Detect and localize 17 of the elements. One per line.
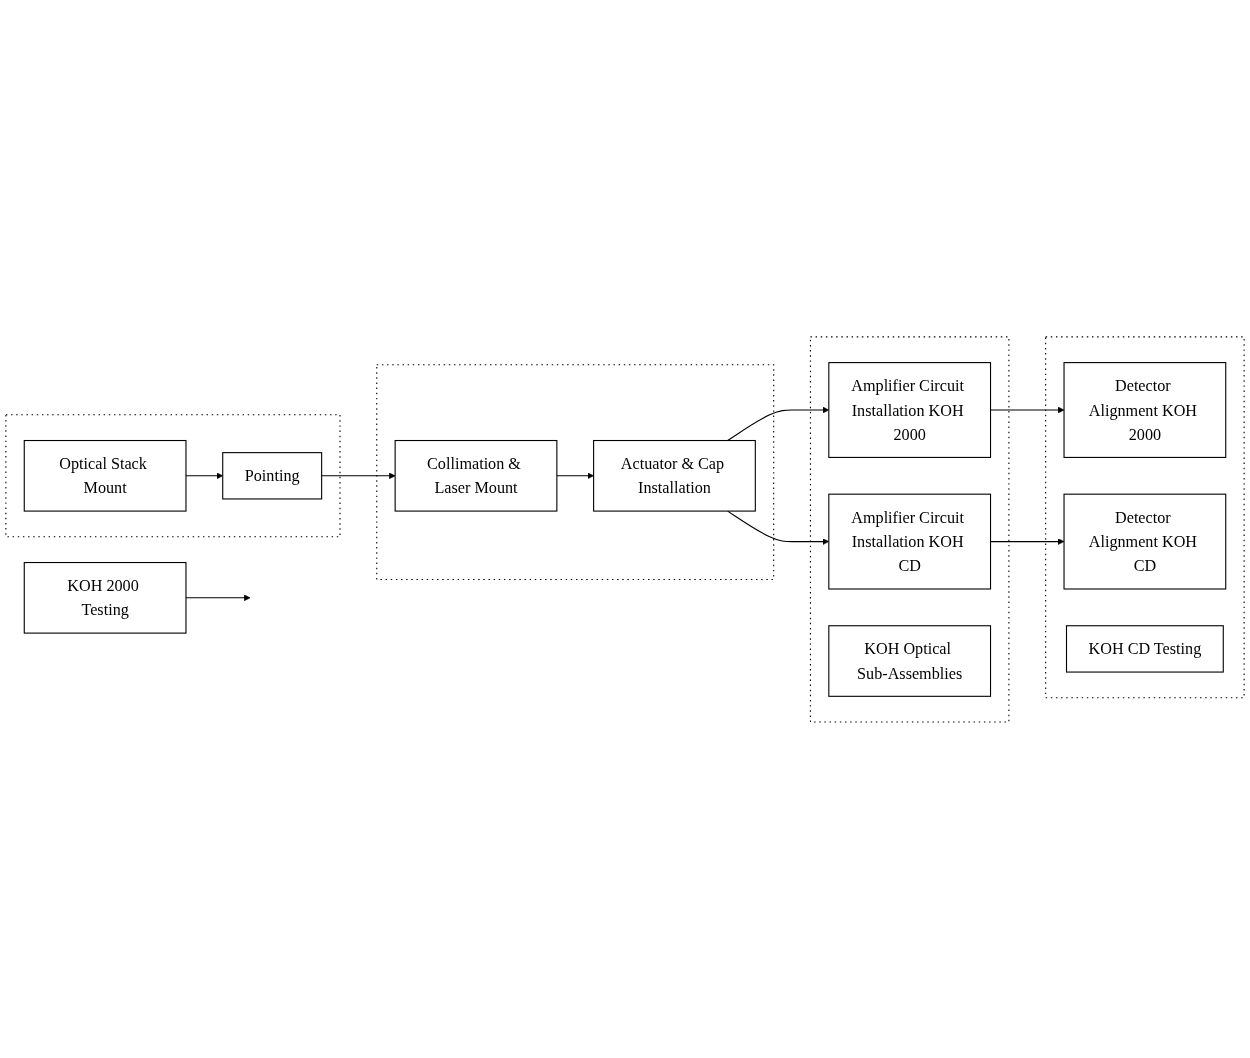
node-box: KOH CD Testing bbox=[1065, 624, 1224, 673]
arrow bbox=[185, 472, 223, 479]
arrow bbox=[321, 472, 396, 479]
arrow bbox=[185, 594, 251, 601]
node-box: Pointing bbox=[222, 451, 323, 500]
arrow bbox=[556, 472, 594, 479]
node-box: Amplifier Circuit Installation KOH CD bbox=[828, 493, 992, 590]
node-box: Collimation & Laser Mount bbox=[394, 439, 558, 512]
node-box: Detector Alignment KOH CD bbox=[1063, 493, 1227, 590]
node-box: KOH Optical Sub-Assemblies bbox=[828, 624, 992, 697]
node-box: Detector Alignment KOH 2000 bbox=[1063, 361, 1227, 458]
node-box: Actuator & Cap Installation bbox=[593, 439, 756, 512]
node-box: Amplifier Circuit Installation KOH 2000 bbox=[828, 361, 992, 458]
arrow bbox=[990, 537, 1065, 545]
arrow bbox=[990, 406, 1065, 413]
node-box: Optical Stack Mount bbox=[23, 439, 187, 512]
node-box: KOH 2000 Testing bbox=[23, 561, 187, 634]
